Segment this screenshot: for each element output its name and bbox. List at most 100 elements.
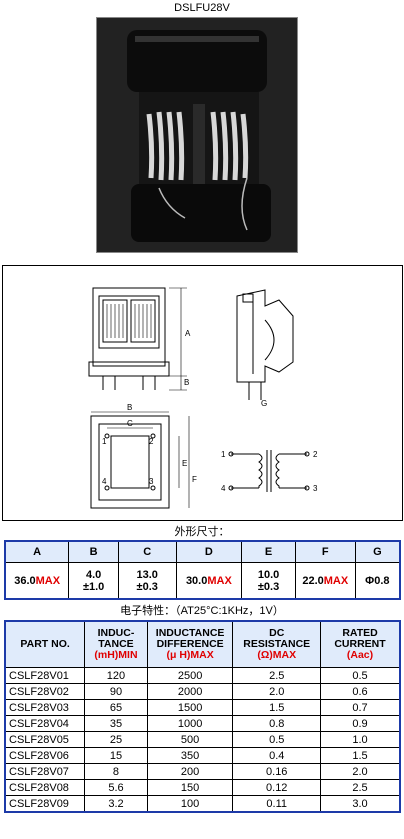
current-cell: 1.0 (320, 731, 401, 748)
part-no-cell: CSLF28V03 (4, 699, 86, 716)
pin-label-3: 3 (149, 477, 154, 486)
difference-cell: 350 (146, 747, 234, 764)
pin-label-1: 1 (102, 437, 107, 446)
resistance-cell: 0.11 (232, 795, 322, 813)
schematic-pin-2: 2 (313, 450, 318, 459)
resistance-cell: 2.5 (232, 667, 322, 684)
dim-value-d: 30.0MAX (175, 562, 243, 600)
label-c: C (127, 419, 133, 428)
difference-cell: 100 (146, 795, 234, 813)
inductance-cell: 5.6 (84, 779, 148, 796)
dim-value-b: 4.0±1.0 (68, 562, 119, 600)
inductor-photo-image (97, 18, 297, 252)
difference-cell: 1500 (146, 699, 234, 716)
resistance-cell: 0.16 (232, 763, 322, 780)
current-cell: 1.5 (320, 747, 401, 764)
current-cell: 3.0 (320, 795, 401, 813)
current-cell: 0.9 (320, 715, 401, 732)
difference-cell: 500 (146, 731, 234, 748)
label-e: E (182, 459, 187, 468)
inductance-cell: 15 (84, 747, 148, 764)
dim-header-d: D (175, 540, 243, 563)
current-cell: 2.5 (320, 779, 401, 796)
dim-header-g: G (354, 540, 401, 563)
inductance-cell: 25 (84, 731, 148, 748)
part-no-cell: CSLF28V05 (4, 731, 86, 748)
resistance-cell: 0.8 (232, 715, 322, 732)
resistance-cell: 0.12 (232, 779, 322, 796)
dim-header-f: F (294, 540, 356, 563)
schematic-pin-3: 3 (313, 484, 318, 493)
part-no-cell: CSLF28V02 (4, 683, 86, 700)
inductance-cell: 8 (84, 763, 148, 780)
label-b-bottom: B (127, 403, 132, 412)
part-no-cell: CSLF28V08 (4, 779, 86, 796)
header-part-no: PART NO. (4, 620, 86, 668)
difference-cell: 2500 (146, 667, 234, 684)
dim-value-c: 13.0±0.3 (117, 562, 177, 600)
pin-label-2: 2 (149, 437, 154, 446)
dimensions-caption: 外形尺寸： (174, 526, 230, 538)
dim-header-b: B (68, 540, 119, 563)
header-inductance: INDUC-TANCE(mH)MIN (84, 620, 148, 668)
inductance-cell: 90 (84, 683, 148, 700)
label-f: F (192, 475, 197, 484)
difference-cell: 200 (146, 763, 234, 780)
part-no-cell: CSLF28V07 (4, 763, 86, 780)
current-cell: 2.0 (320, 763, 401, 780)
inductance-cell: 120 (84, 667, 148, 684)
resistance-cell: 2.0 (232, 683, 322, 700)
current-cell: 0.7 (320, 699, 401, 716)
technical-drawing-svg: A B G B C E F 1 2 3 4 1 4 2 3 (88, 287, 318, 509)
current-cell: 0.6 (320, 683, 401, 700)
label-b-front: B (184, 378, 189, 387)
inductance-cell: 3.2 (84, 795, 148, 813)
resistance-cell: 1.5 (232, 699, 322, 716)
part-no-cell: CSLF28V09 (4, 795, 86, 813)
dim-header-e: E (241, 540, 296, 563)
label-g: G (261, 399, 267, 408)
pin-label-4: 4 (102, 477, 107, 486)
product-title: DSLFU28V (174, 2, 230, 14)
part-no-cell: CSLF28V04 (4, 715, 86, 732)
dim-value-e: 10.0±0.3 (241, 562, 296, 600)
dim-header-c: C (117, 540, 177, 563)
dimension-drawing: A B G B C E F 1 2 3 4 1 4 2 3 (2, 265, 403, 521)
difference-cell: 2000 (146, 683, 234, 700)
dimensions-value-row: 36.0MAX 4.0±1.0 13.0±0.3 30.0MAX 10.0±0.… (4, 562, 401, 600)
inductance-cell: 35 (84, 715, 148, 732)
part-no-cell: CSLF28V06 (4, 747, 86, 764)
dim-value-a: 36.0MAX (4, 562, 70, 600)
current-cell: 0.5 (320, 667, 401, 684)
resistance-cell: 0.4 (232, 747, 322, 764)
electrical-caption: 电子特性：（AT25°C:1KHz，1V） (120, 605, 284, 617)
difference-cell: 1000 (146, 715, 234, 732)
dim-header-a: A (4, 540, 70, 563)
dim-value-g: Φ0.8 (354, 562, 401, 600)
product-photo (96, 17, 298, 253)
label-a: A (185, 329, 191, 338)
dim-value-f: 22.0MAX (294, 562, 356, 600)
schematic-pin-4: 4 (221, 484, 226, 493)
dimensions-header-row: A B C D E F G (4, 540, 401, 563)
dimensions-table: A B C D E F G 36.0MAX 4.0±1.0 13.0±0.3 3… (4, 540, 401, 600)
inductance-cell: 65 (84, 699, 148, 716)
resistance-cell: 0.5 (232, 731, 322, 748)
part-no-cell: CSLF28V01 (4, 667, 86, 684)
schematic-pin-1: 1 (221, 450, 226, 459)
